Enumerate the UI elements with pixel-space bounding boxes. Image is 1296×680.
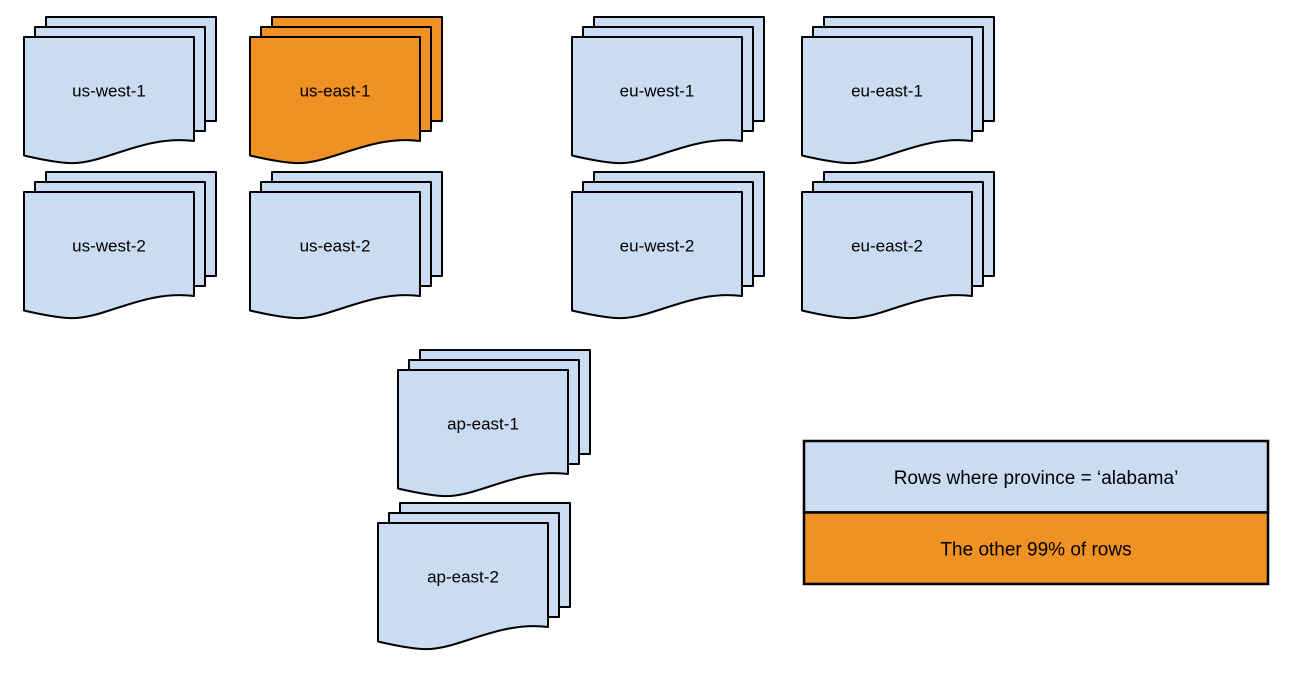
stack-sheet-front [801, 191, 973, 320]
legend-swatch-orange [802, 511, 1270, 586]
legend-layer: Rows where province = ‘alabama’ The other… [802, 439, 1270, 586]
stack-label-us-west-2: us-west-2 [72, 236, 146, 255]
legend-label-blue: Rows where province = ‘alabama’ [894, 468, 1179, 489]
legend-swatch-blue [802, 439, 1270, 514]
stack-label-us-east-2: us-east-2 [300, 236, 371, 255]
stack-layer: us-west-1 us-east-1 eu-west-1 eu-east-1 us-w… [23, 16, 995, 651]
stack-sheet-front [397, 369, 569, 498]
document-stack-eu-east-1[interactable]: eu-east-1 [801, 16, 995, 165]
document-stack-us-east-2[interactable]: us-east-2 [249, 171, 443, 320]
legend-row-orange: The other 99% of rows [802, 511, 1270, 586]
stack-label-eu-east-2: eu-east-2 [851, 236, 923, 255]
stack-sheet-front [571, 36, 743, 165]
legend-label-orange: The other 99% of rows [940, 539, 1131, 560]
stack-label-us-west-1: us-west-1 [72, 81, 146, 100]
document-stack-ap-east-2[interactable]: ap-east-2 [377, 502, 571, 651]
document-stack-eu-east-2[interactable]: eu-east-2 [801, 171, 995, 320]
stack-sheet-front [23, 36, 195, 165]
stack-sheet-front [249, 36, 421, 165]
document-stack-us-east-1[interactable]: us-east-1 [249, 16, 443, 165]
stack-sheet-front [571, 191, 743, 320]
document-stack-us-west-1[interactable]: us-west-1 [23, 16, 217, 165]
document-stack-eu-west-1[interactable]: eu-west-1 [571, 16, 765, 165]
stack-sheet-front [377, 522, 549, 651]
stack-label-eu-west-1: eu-west-1 [620, 81, 695, 100]
stack-label-ap-east-1: ap-east-1 [447, 414, 519, 433]
document-stack-us-west-2[interactable]: us-west-2 [23, 171, 217, 320]
stack-label-us-east-1: us-east-1 [300, 81, 371, 100]
stack-label-ap-east-2: ap-east-2 [427, 567, 499, 586]
stack-sheet-front [801, 36, 973, 165]
stack-sheet-front [249, 191, 421, 320]
legend-row-blue: Rows where province = ‘alabama’ [802, 439, 1270, 514]
document-stack-eu-west-2[interactable]: eu-west-2 [571, 171, 765, 320]
stack-label-eu-east-1: eu-east-1 [851, 81, 923, 100]
document-stack-ap-east-1[interactable]: ap-east-1 [397, 349, 591, 498]
stack-sheet-front [23, 191, 195, 320]
stack-label-eu-west-2: eu-west-2 [620, 236, 695, 255]
